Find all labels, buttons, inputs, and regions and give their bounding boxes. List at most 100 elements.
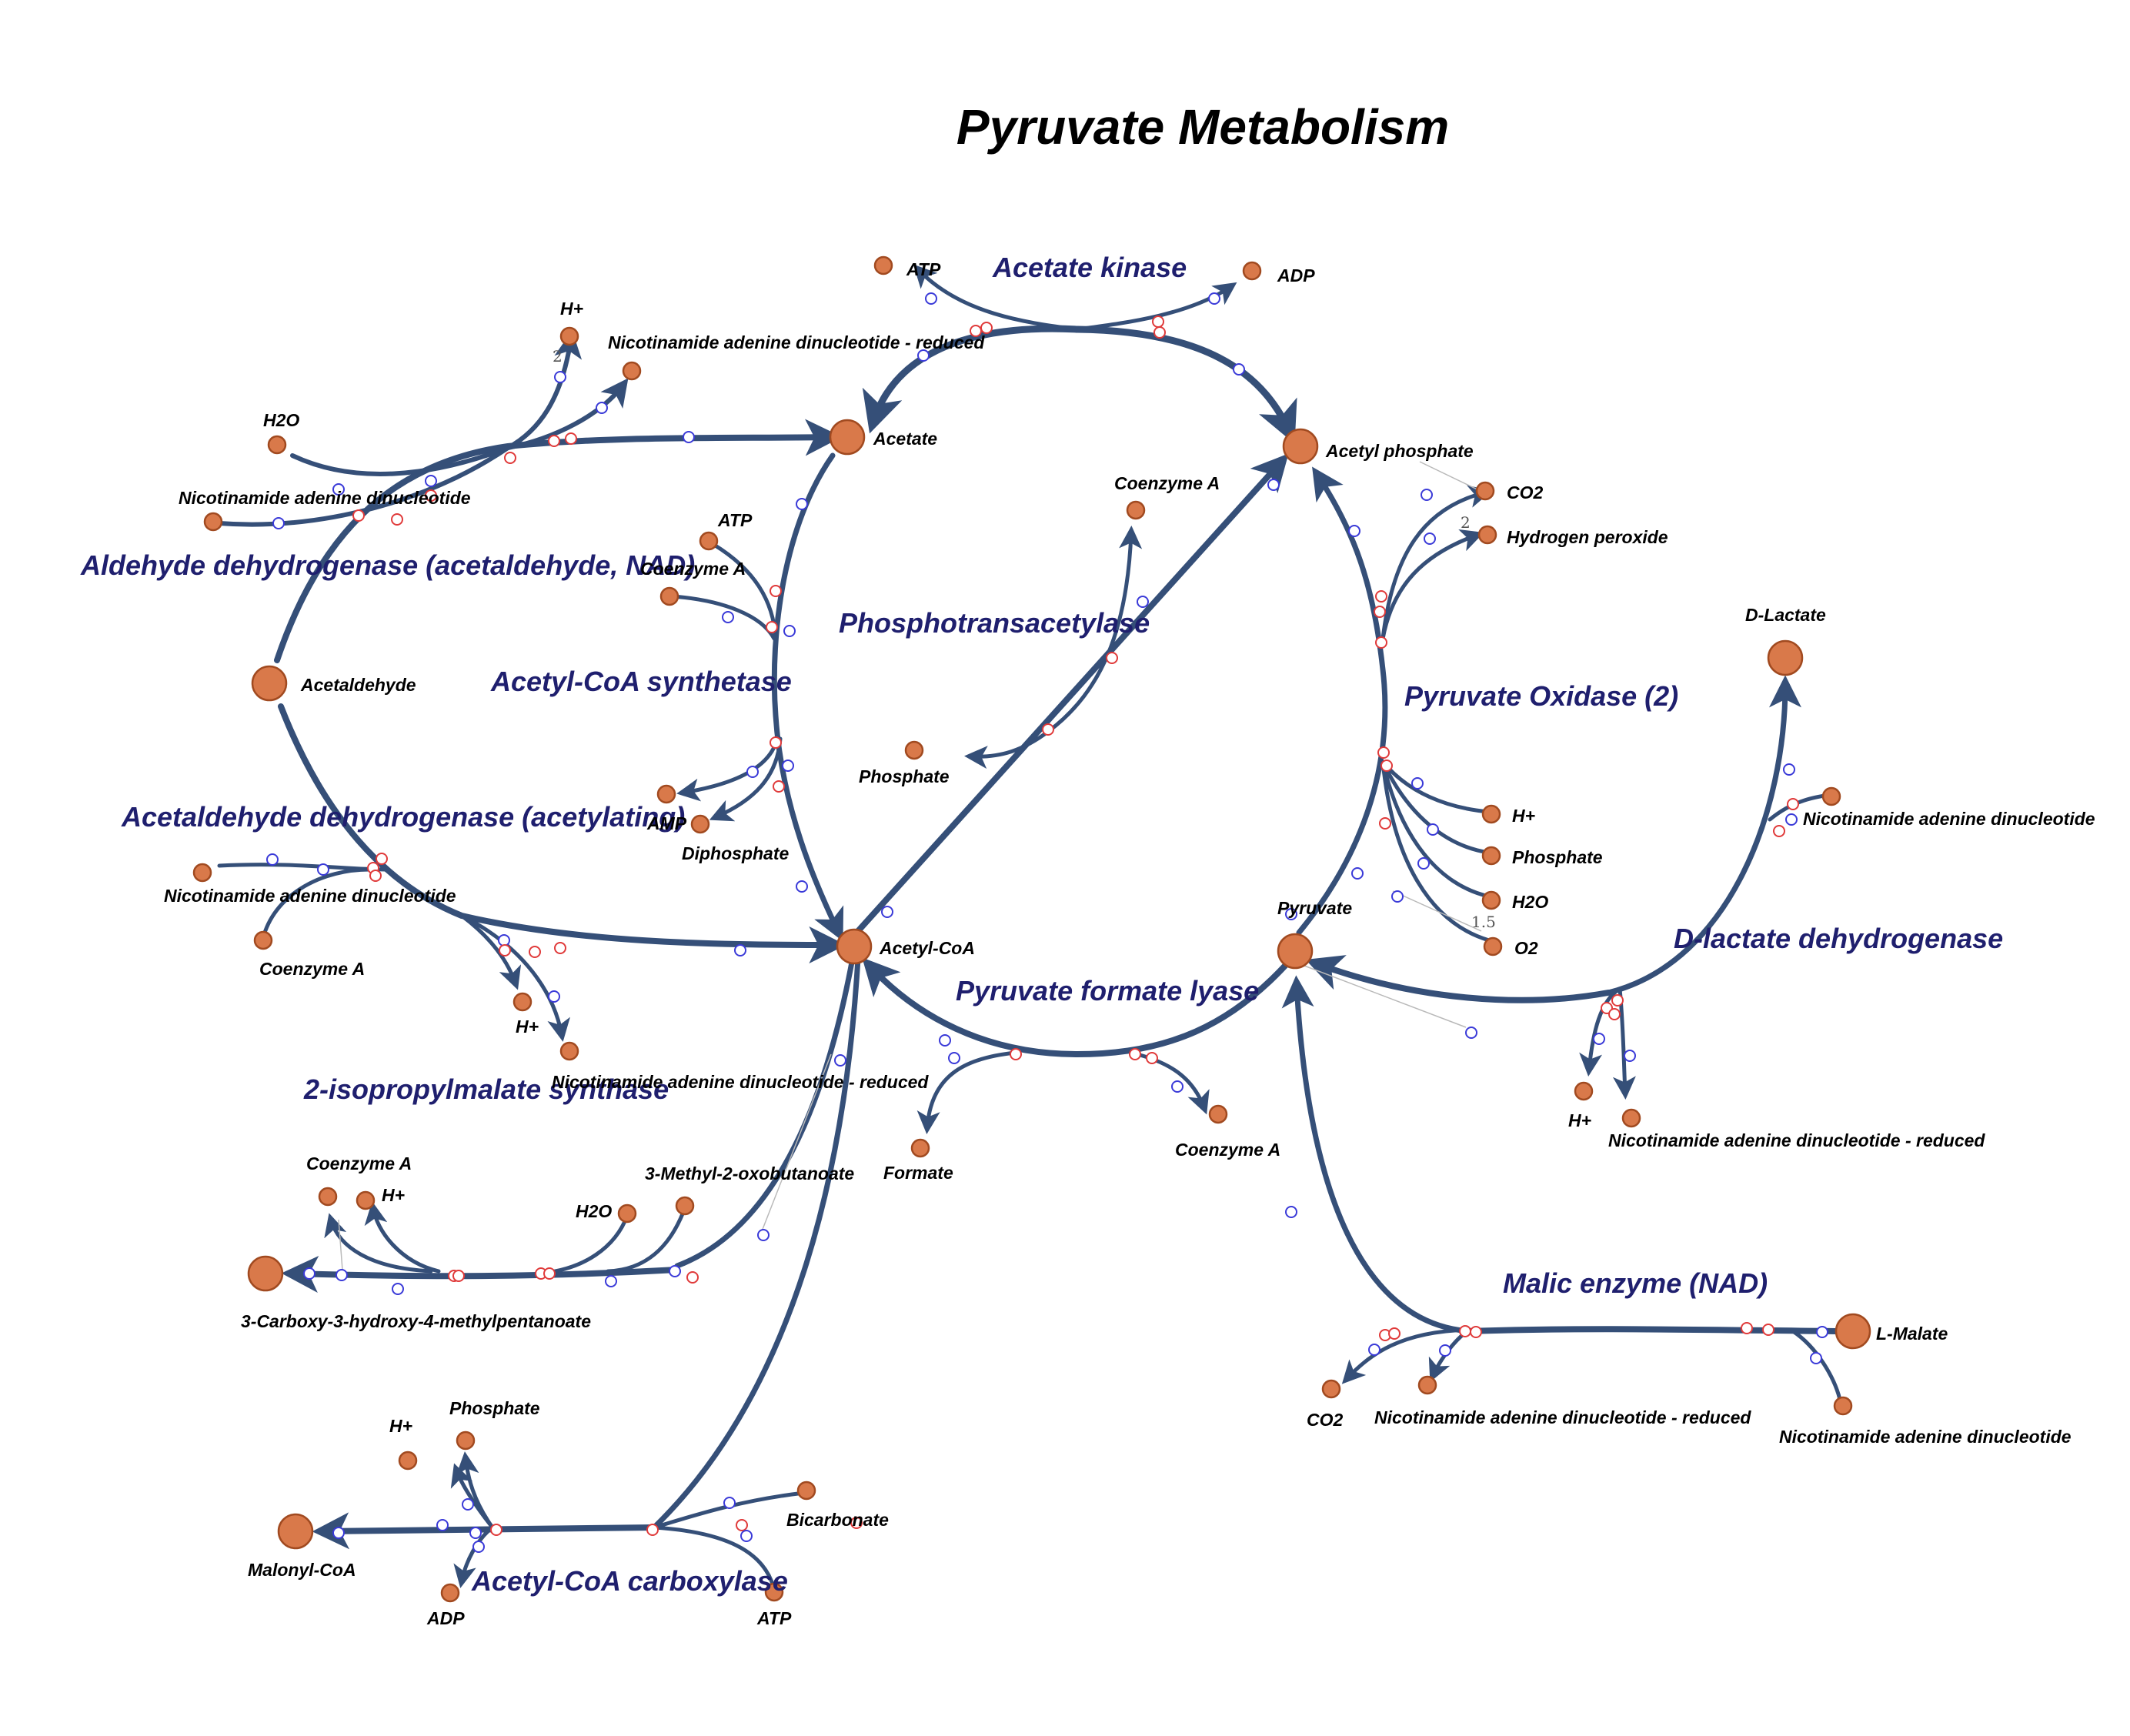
edge-pyruvate-formate-lyase[interactable]	[862, 957, 1288, 1134]
node-l-malate[interactable]	[1835, 1313, 1871, 1350]
label-me-nadh: Nicotinamide adenine dinucleotide - redu…	[1374, 1407, 1751, 1427]
edge-acetaldehyde-dh-acetylating[interactable]	[217, 703, 846, 1042]
node-acc-hco3[interactable]	[796, 1481, 816, 1501]
node-pox-o2[interactable]	[1483, 936, 1503, 956]
node-pox-co2[interactable]	[1475, 481, 1495, 501]
label-me-nad: Nicotinamide adenine dinucleotide	[1779, 1427, 2072, 1447]
node-ipm-coa[interactable]	[318, 1187, 338, 1207]
label-pox-hplus: H+	[1512, 806, 1535, 826]
label-pox-h2o: H2O	[1512, 892, 1548, 912]
node-acetyl-phosphate[interactable]	[1282, 428, 1319, 465]
label-ipm-kiv: 3-Methyl-2-oxobutanoate	[645, 1163, 854, 1183]
enzyme-pyruvate-oxidase[interactable]: Pyruvate Oxidase (2)	[1404, 680, 1678, 712]
node-pfl-formate[interactable]	[910, 1138, 930, 1158]
node-ald-nadh[interactable]	[622, 361, 642, 381]
stoich-pox-h2o2: 2	[1461, 513, 1471, 532]
label-ldh-nad: Nicotinamide adenine dinucleotide	[1803, 809, 2095, 829]
node-me-nadh[interactable]	[1417, 1375, 1437, 1395]
edge-d-lactate-dh[interactable]	[1305, 675, 1838, 1100]
node-acetate[interactable]	[829, 419, 866, 456]
node-ald-hplus[interactable]	[559, 326, 579, 346]
node-malonyl-coa[interactable]	[277, 1513, 314, 1550]
label-pta-coa: Coenzyme A	[1114, 473, 1220, 493]
node-ldh-nad[interactable]	[1821, 786, 1841, 806]
label-acc-pi: Phosphate	[449, 1398, 540, 1418]
label-acs-coa: Coenzyme A	[640, 559, 746, 579]
label-pox-o2: O2	[1514, 938, 1538, 958]
enzyme-phosphotransacetylase[interactable]: Phosphotransacetylase	[839, 607, 1150, 639]
node-adh-coa[interactable]	[253, 930, 273, 950]
node-ald-nad[interactable]	[203, 512, 223, 532]
label-pox-co2: CO2	[1507, 482, 1544, 502]
node-pox-h2o2[interactable]	[1477, 525, 1497, 545]
node-ald-h2o[interactable]	[267, 435, 287, 455]
node-me-nad[interactable]	[1833, 1396, 1853, 1416]
node-acetaldehyde[interactable]	[251, 665, 288, 702]
enzyme-labels: Acetate kinase Aldehyde dehydrogenase (a…	[80, 252, 2003, 1597]
enzyme-ipm-synthase[interactable]: 2-isopropylmalate synthase	[303, 1073, 669, 1105]
node-acs-coa[interactable]	[659, 586, 679, 606]
node-pta-coa[interactable]	[1126, 500, 1146, 520]
enzyme-acetate-kinase[interactable]: Acetate kinase	[992, 252, 1187, 283]
node-ak-atp[interactable]	[873, 255, 893, 275]
edge-phosphotransacetylase[interactable]	[855, 453, 1289, 934]
label-ipm-hplus: H+	[382, 1185, 405, 1205]
node-ipm-kiv[interactable]	[675, 1196, 695, 1216]
label-l-malate: L-Malate	[1876, 1324, 1948, 1344]
edge-aldehyde-dh[interactable]	[217, 330, 843, 663]
edge-acetyl-coa-carboxylase[interactable]	[312, 955, 861, 1589]
label-pyruvate: Pyruvate	[1277, 898, 1352, 918]
node-acc-atp[interactable]	[764, 1582, 784, 1602]
enzyme-malic-enzyme[interactable]: Malic enzyme (NAD)	[1503, 1267, 1768, 1299]
node-pta-pi[interactable]	[904, 740, 924, 760]
label-adh-nadh: Nicotinamide adenine dinucleotide - redu…	[552, 1072, 929, 1092]
node-acc-adp[interactable]	[440, 1583, 460, 1603]
label-acc-hco3: Bicarbonate	[786, 1510, 889, 1530]
node-d-lactate[interactable]	[1767, 639, 1804, 676]
node-pyruvate[interactable]	[1277, 933, 1314, 970]
label-ald-h2o: H2O	[263, 410, 299, 430]
node-acs-atp[interactable]	[699, 531, 719, 551]
label-acetyl-coa: Acetyl-CoA	[879, 938, 975, 958]
node-ldh-hplus[interactable]	[1574, 1081, 1594, 1101]
diagram-title: Pyruvate Metabolism	[956, 99, 1449, 155]
edge-ipm-synthase[interactable]	[281, 955, 856, 1293]
node-pox-hplus[interactable]	[1481, 804, 1501, 824]
node-ipm-hplus[interactable]	[356, 1190, 376, 1210]
node-acs-ppi[interactable]	[690, 814, 710, 834]
node-carboxy-hmp[interactable]	[247, 1255, 284, 1292]
label-adh-nad: Nicotinamide adenine dinucleotide	[164, 886, 456, 906]
label-ldh-nadh: Nicotinamide adenine dinucleotide - redu…	[1608, 1130, 1985, 1150]
label-acs-atp: ATP	[717, 510, 753, 530]
label-ipm-coa: Coenzyme A	[306, 1153, 412, 1173]
label-ald-hplus: H+	[560, 299, 583, 319]
node-acetyl-coa[interactable]	[836, 928, 873, 965]
node-ldh-nadh[interactable]	[1621, 1108, 1641, 1128]
edge-acetyl-coa-synthetase[interactable]	[670, 452, 844, 942]
enzyme-d-lactate-dh[interactable]: D-lactate dehydrogenase	[1674, 923, 2003, 954]
node-ipm-h2o[interactable]	[617, 1204, 637, 1224]
node-acc-pi[interactable]	[456, 1431, 476, 1451]
thin-connectors	[338, 461, 1484, 1270]
node-acs-amp[interactable]	[656, 784, 676, 804]
enzyme-acetyl-coa-synthetase[interactable]: Acetyl-CoA synthetase	[490, 666, 792, 697]
node-ak-adp[interactable]	[1242, 261, 1262, 281]
node-pox-pi[interactable]	[1481, 846, 1501, 866]
edge-malic-enzyme[interactable]	[1281, 975, 1843, 1405]
enzyme-acetaldehyde-dh-acetylating[interactable]: Acetaldehyde dehydrogenase (acetylating)	[121, 801, 685, 833]
node-adh-nadh[interactable]	[559, 1041, 579, 1061]
node-pfl-coa[interactable]	[1208, 1104, 1228, 1124]
label-pta-pi: Phosphate	[859, 766, 950, 786]
node-pox-h2o[interactable]	[1481, 890, 1501, 910]
label-ipm-h2o: H2O	[576, 1201, 612, 1221]
node-me-co2[interactable]	[1321, 1379, 1341, 1399]
enzyme-acetyl-coa-carboxylase[interactable]: Acetyl-CoA carboxylase	[471, 1565, 788, 1597]
label-carboxy-hmp: 3-Carboxy-3-hydroxy-4-methylpentanoate	[241, 1311, 591, 1331]
node-adh-hplus[interactable]	[512, 992, 532, 1012]
node-acc-hplus[interactable]	[398, 1451, 418, 1471]
label-acc-atp: ATP	[756, 1608, 792, 1628]
node-adh-nad[interactable]	[192, 863, 212, 883]
enzyme-pyruvate-formate-lyase[interactable]: Pyruvate formate lyase	[956, 975, 1259, 1007]
enzyme-aldehyde-dh[interactable]: Aldehyde dehydrogenase (acetaldehyde, NA…	[80, 549, 695, 581]
